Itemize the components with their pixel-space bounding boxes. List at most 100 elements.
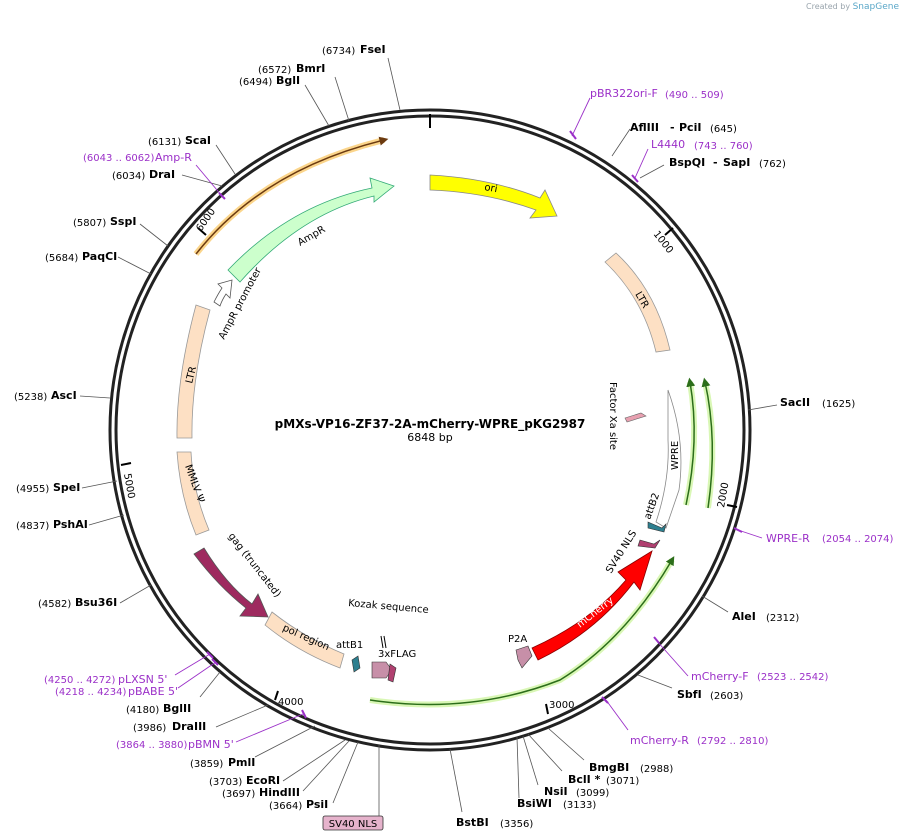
tick-2000 [726,504,738,508]
feature-mmlv-psi[interactable] [176,451,210,536]
feature-wpre[interactable] [655,389,682,529]
sv40-bottom-label: SV40 NLS [329,819,378,830]
primer-l4440-name: L4440 [651,138,685,151]
primer-wpre-r-name: WPRE-R [766,532,810,545]
feature-attb2[interactable] [647,521,667,533]
site-bspqi-dash: - [713,156,718,169]
primer-mcherry-f-name: mCherry-F [691,670,749,683]
tick-label-4000: 4000 [278,697,303,708]
feature-sv40-nls[interactable] [637,539,661,549]
site-bsiwi-name: BsiWI [517,797,552,810]
site-ecori-pos: (3703) [209,777,242,788]
wpre-green-arrow-2-line [701,377,714,509]
feature-attb1[interactable] [351,655,361,673]
site-bglii-pos: (4180) [126,705,159,716]
site-leaders [79,57,778,813]
site-scai-name: ScaI [185,134,211,147]
tick-4000 [274,690,279,701]
feature-gag-arrow[interactable] [193,547,269,618]
feature-factor-xa[interactable] [624,412,647,423]
feature-mcherry-label: mCherry [575,595,616,630]
site-paqci-name: PaqCI [82,250,117,263]
site-scai-pos: (6131) [148,137,181,148]
feature-ltr-left-label: LTR [184,365,199,384]
site-nsii-pos: (3099) [576,788,609,799]
site-hindiii-pos: (3697) [222,789,255,800]
feature-kozak-2 [383,635,387,649]
sv40-bottom-box[interactable] [322,815,384,831]
site-spei-name: SpeI [53,481,80,494]
tick-6000 [197,227,207,236]
site-drai-pos: (6034) [112,171,145,182]
site-sspi-name: SspI [110,215,136,228]
ampr-orange-arc [195,136,389,255]
site-pmli-pos: (3859) [190,759,223,770]
site-afliii-name: AflIII [630,121,659,134]
feature-ori-label: ori [483,182,498,195]
feature-wpre-label: WPRE [670,441,681,470]
green-arc-bottom [369,556,675,706]
snapgene-logo: SnapGene [852,2,899,12]
site-afliii-dash: - [670,121,675,134]
site-sspi-pos: (5807) [73,218,106,229]
site-alei-pos: (2312) [766,613,799,624]
feature-p2a[interactable] [515,645,533,669]
snapgene-credit: Created by SnapGene [806,2,899,12]
site-bspqi-pos: (762) [759,159,786,170]
site-draiii-pos: (3986) [133,723,166,734]
primer-pbr322ori-f-pos: (490 .. 509) [665,90,724,101]
feature-ampr-promoter[interactable] [213,279,233,307]
site-ecori-name: EcoRI [246,774,280,787]
primer-pbmn-name: pBMN 5' [188,738,234,751]
site-sbfi-name: SbfI [677,688,702,701]
site-draiii-name: DraIII [172,720,206,733]
site-bglii-name: BglII [163,702,191,715]
site-fsei-name: FseI [360,43,386,56]
site-bmgbi-pos: (2988) [640,764,673,775]
site-sapi-name: SapI [723,156,750,169]
wpre-green-arrow-1-line [685,377,696,506]
primer-amp-r-name: Amp-R [155,151,192,164]
plasmid-name: pMXs-VP16-ZF37-2A-mCherry-WPRE_pKG2987 [275,417,586,432]
site-afliii-pos: (645) [710,124,737,135]
feature-p2a-label: P2A [508,634,527,645]
scale-ticks: 1000 2000 3000 4000 5000 6000 [120,207,738,715]
feature-kozak-label: Kozak sequence [348,598,429,616]
site-bspqi-name: BspQI [669,156,705,169]
site-bmgbi-name: BmgBI [589,761,629,774]
feature-ori-arrow[interactable] [429,174,558,219]
site-spei-pos: (4955) [16,484,49,495]
plasmid-size: 6848 bp [407,431,452,444]
feature-pol-region[interactable] [264,611,345,669]
primer-labels: pBR322ori-F (490 .. 509) L4440 (743 .. 7… [44,87,894,751]
feature-mcherry-arrow[interactable] [531,550,653,661]
site-drai-name: DraI [149,168,175,181]
primer-pbabe-pos: (4218 .. 4234) [55,687,127,698]
tick-label-2000: 2000 [716,482,731,509]
tick-1000 [664,227,674,236]
tick-label-3000: 3000 [549,700,574,711]
site-bsu36i-pos: (4582) [38,599,71,610]
site-bsu36i-name: Bsu36I [75,596,117,609]
primer-l4440-pos: (743 .. 760) [694,141,753,152]
site-sbfi-pos: (2603) [710,691,743,702]
primer-pbr322ori-f-name: pBR322ori-F [590,87,658,100]
site-sacii-name: SacII [780,396,810,409]
feature-ltr-left[interactable] [176,304,211,439]
site-psii-pos: (3664) [269,801,302,812]
primer-mcherry-r-name: mCherry-R [630,734,689,747]
site-nsii-name: NsiI [544,785,568,798]
feature-ltr-right[interactable] [604,252,671,353]
feature-ampr-arrow[interactable] [227,177,395,283]
site-pcii-name: PciI [679,121,701,134]
site-hindiii-name: HindIII [259,786,300,799]
tick-label-1000: 1000 [651,229,675,256]
site-asci-pos: (5238) [14,392,47,403]
feature-factor-xa-label: Factor Xa site [607,382,618,450]
feature-3xflag-2[interactable] [387,663,397,683]
feature-attb1-label: attB1 [336,640,363,651]
primer-amp-r-pos: (6043 .. 6062) [83,153,155,164]
primer-pbabe-name: pBABE 5' [128,685,178,698]
site-bstbi-pos: (3356) [500,819,533,830]
